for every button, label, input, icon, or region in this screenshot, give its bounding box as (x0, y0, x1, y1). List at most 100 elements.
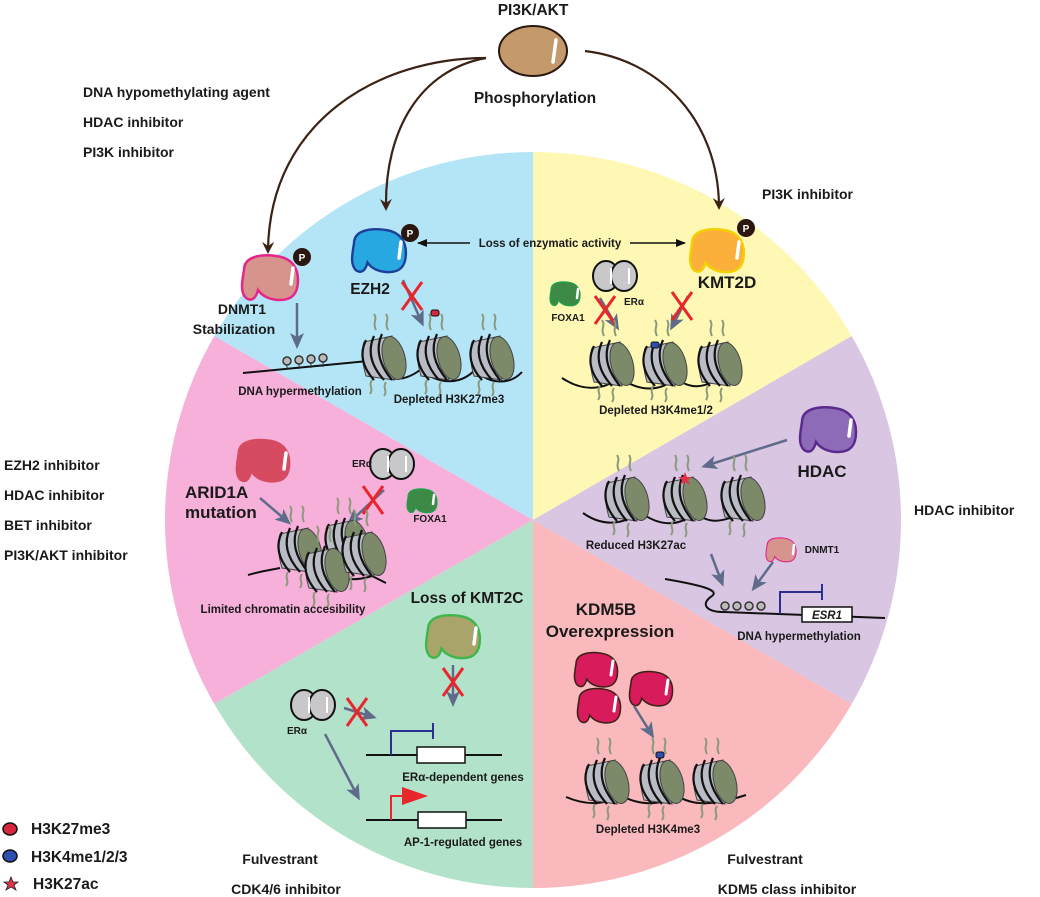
kdm5b-panel: KDM5B Overexpression Depleted H3K4me3 (546, 600, 747, 836)
arid1a-label: ARID1A (185, 483, 248, 502)
compact-chromatin-icon (247, 496, 392, 610)
h3k4me3-mark-icon (655, 751, 665, 759)
therapy-label: BET inhibitor (4, 517, 92, 533)
era-dimer-icon (290, 689, 336, 721)
erdep-promoter-repressed-icon (390, 723, 434, 755)
phospho-badge-icon: P (737, 219, 755, 237)
dna-hypermethylation-label: DNA hypermethylation (238, 386, 362, 398)
esr1-dna-strand (664, 578, 886, 619)
dna-strand (242, 360, 369, 374)
therapy-right: HDAC inhibitor (914, 502, 1015, 518)
kdm5b-arrow (632, 705, 655, 739)
legend-h3k27me3-icon (2, 822, 18, 836)
sector-kmt2d (533, 152, 852, 520)
era-dimer-icon (592, 260, 638, 292)
depleted-h3k4me12-label: Depleted H3K4me1/2 (599, 405, 713, 417)
therapy-label: DNA hypomethylating agent (83, 84, 270, 100)
ezh2-label: EZH2 (350, 281, 390, 298)
erdep-gene-box (416, 746, 466, 764)
pi3k-akt-label: PI3K/AKT (498, 2, 569, 19)
legend-h3k27ac-icon (2, 875, 20, 891)
pi3k-akt-kinase-icon (498, 25, 568, 77)
kmt2d-label: KMT2D (698, 273, 757, 292)
era-dependent-genes-label: ERα-dependent genes (402, 772, 523, 784)
ap1-gene-box (417, 811, 467, 829)
arrow-to-kmt2d (584, 49, 725, 210)
mutation-label: mutation (185, 503, 257, 522)
foxa1-label: FOXA1 (551, 313, 585, 324)
kmt2c-panel: Loss of KMT2C ERα ERα-dependent genes AP… (287, 590, 524, 849)
foxa1-label: FOXA1 (413, 514, 447, 525)
dnmt1-stabilization-label: Stabilization (193, 321, 275, 337)
legend-h3k4me-icon (2, 849, 18, 863)
legend-label: H3K27me3 (31, 821, 111, 838)
phospho-badge-icon: P (293, 248, 311, 266)
legend-label: H3K4me1/2/3 (31, 849, 128, 866)
dnmt1-small-icon (765, 537, 797, 563)
reduced-h3k27ac-label: Reduced H3K27ac (586, 540, 687, 552)
therapy-top-left: DNA hypomethylating agent HDAC inhibitor… (83, 84, 270, 160)
svg-text:P: P (407, 229, 414, 240)
era-label: ERα (624, 297, 645, 308)
ap1-promoter-active-icon (390, 787, 428, 820)
therapy-bottom-left: Fulvestrant CDK4/6 inhibitor (231, 851, 341, 897)
therapy-top-right: PI3K inhibitor (762, 186, 854, 202)
kinase-highlight (551, 38, 558, 64)
legend: H3K27me3 H3K4me1/2/3 H3K27ac (2, 821, 128, 893)
svg-text:P: P (743, 224, 750, 235)
therapy-label: EZH2 inhibitor (4, 457, 100, 473)
methylation-lollipops (282, 353, 328, 370)
dnmt1-enzyme-icon (240, 254, 300, 302)
h3k27ac-mark-icon (678, 472, 692, 485)
therapy-label: Fulvestrant (242, 851, 318, 867)
kmt2c-enzyme-icon (424, 613, 482, 660)
sector-kmt2c (214, 520, 533, 888)
esr1-gene-label: ESR1 (812, 610, 842, 622)
era-to-ap1-arrow (323, 733, 360, 801)
overexpression-label: Overexpression (546, 622, 675, 641)
hdac-arrow (701, 438, 788, 470)
loss-of-enzymatic-activity-link: Loss of enzymatic activity (417, 238, 686, 250)
loss-of-kmt2c-label: Loss of KMT2C (411, 590, 524, 607)
h3k27me3-mark-icon (430, 309, 440, 317)
therapy-label: KDM5 class inhibitor (718, 881, 857, 897)
era-label: ERα (352, 459, 373, 470)
kmt2d-enzyme-icon (688, 227, 746, 274)
therapy-bottom-right: Fulvestrant KDM5 class inhibitor (718, 851, 857, 897)
h3k4me-mark-icon (650, 341, 660, 349)
dnmt1-to-dna-arrow (751, 561, 775, 592)
esr1-promoter-repressed-icon (779, 584, 823, 614)
therapy-label: CDK4/6 inhibitor (231, 881, 341, 897)
arrow-to-ezh2 (379, 56, 487, 211)
arid1a-panel: ARID1A mutation ERα FOXA1 Limited chroma… (185, 438, 447, 616)
therapy-left: EZH2 inhibitor HDAC inhibitor BET inhibi… (4, 457, 128, 563)
h3k27ac-to-dna-arrow (709, 553, 725, 587)
therapy-label: PI3K/AKT inhibitor (4, 547, 128, 563)
hdac-panel: HDAC Reduced H3K27ac DNMT1 ESR1 DNA hype… (582, 406, 886, 643)
therapy-label: Fulvestrant (727, 851, 803, 867)
arid1a-enzyme-icon (235, 438, 291, 483)
loss-of-enzymatic-activity-label: Loss of enzymatic activity (479, 238, 622, 250)
ezh2-enzyme-icon (350, 227, 408, 274)
dnmt1-label: DNMT1 (218, 301, 266, 317)
pi3k-akt-group: PI3K/AKT Phosphorylation (474, 2, 596, 107)
phosphorylation-label: Phosphorylation (474, 90, 596, 107)
phosphorylation-arrows (262, 49, 725, 254)
dnmt1-small-label: DNMT1 (805, 545, 840, 556)
phospho-badge-icon: P (401, 224, 419, 242)
arrow-to-dnmt1 (262, 56, 487, 254)
therapy-label: HDAC inhibitor (83, 114, 184, 130)
hdac-enzyme-icon (798, 406, 858, 454)
foxa1-icon (549, 281, 581, 307)
era-label: ERα (287, 726, 308, 737)
depleted-h3k27me3-label: Depleted H3K27me3 (394, 394, 505, 406)
therapy-label: PI3K inhibitor (83, 144, 175, 160)
therapy-label: HDAC inhibitor (4, 487, 105, 503)
hdac-label: HDAC (797, 462, 846, 481)
ap1-regulated-genes-label: AP-1-regulated genes (404, 837, 522, 849)
svg-text:P: P (299, 253, 306, 264)
limited-chromatin-accessibility-label: Limited chromatin accesibility (201, 604, 366, 616)
methylation-lollipops (720, 601, 766, 611)
era-dimer-icon (369, 448, 415, 480)
